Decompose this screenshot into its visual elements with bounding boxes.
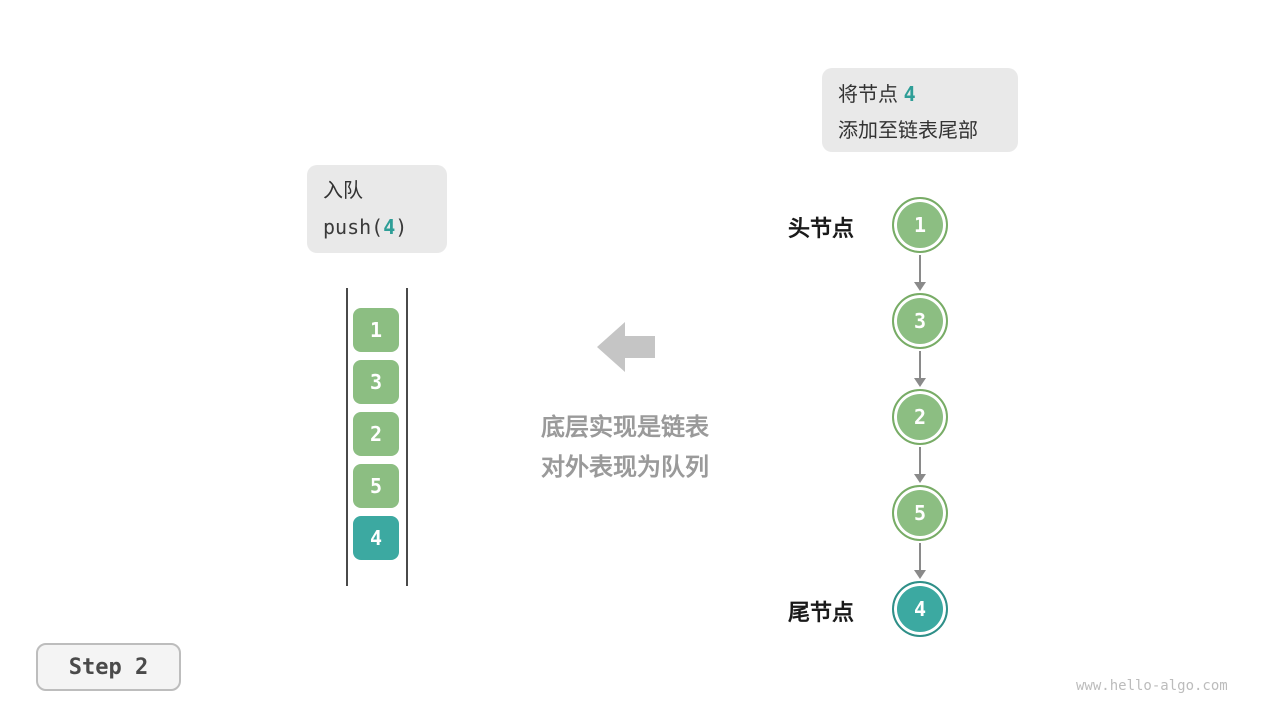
operation-enqueue-box: 入队 push(4)	[307, 165, 447, 253]
list-node: 2	[892, 389, 948, 445]
list-node: 1	[892, 197, 948, 253]
link-arrow-icon	[914, 543, 926, 579]
code-prefix: push(	[323, 215, 384, 239]
watermark: www.hello-algo.com	[1076, 678, 1228, 694]
center-caption-line1: 底层实现是链表	[541, 414, 709, 441]
link-line	[919, 543, 921, 570]
link-line	[919, 351, 921, 378]
queue-stack: 1 3 2 5 4	[353, 308, 399, 568]
arrowhead-down-icon	[914, 474, 926, 483]
link-arrow-icon	[914, 447, 926, 483]
list-node-new: 4	[892, 581, 948, 637]
head-node-label: 头节点	[788, 216, 855, 241]
queue-item: 2	[353, 412, 399, 456]
center-caption: 底层实现是链表 对外表现为队列	[475, 408, 775, 488]
annotation-line1-text: 将节点	[838, 84, 904, 106]
queue-left-rail	[346, 288, 348, 586]
queue-item: 5	[353, 464, 399, 508]
code-suffix: )	[395, 215, 408, 239]
annotation-add-node-box: 将节点 4 添加至链表尾部	[822, 68, 1018, 152]
annotation-line-1: 将节点 4	[838, 76, 1002, 113]
operation-code: push(4)	[323, 209, 431, 246]
center-caption-line2: 对外表现为队列	[541, 454, 709, 481]
annotation-node-value: 4	[903, 82, 916, 106]
annotation-line-2: 添加至链表尾部	[838, 120, 978, 142]
arrowhead-down-icon	[914, 570, 926, 579]
queue-right-rail	[406, 288, 408, 586]
code-value: 4	[383, 215, 396, 239]
link-line	[919, 447, 921, 474]
step-badge: Step 2	[36, 643, 181, 691]
arrowhead-down-icon	[914, 378, 926, 387]
link-arrow-icon	[914, 351, 926, 387]
queue-item-new: 4	[353, 516, 399, 560]
tail-node-label: 尾节点	[788, 600, 855, 625]
operation-label: 入队	[323, 180, 363, 202]
left-block-arrow-icon	[597, 322, 655, 372]
link-line	[919, 255, 921, 282]
list-node: 3	[892, 293, 948, 349]
list-node: 5	[892, 485, 948, 541]
link-arrow-icon	[914, 255, 926, 291]
queue-item: 1	[353, 308, 399, 352]
queue-item: 3	[353, 360, 399, 404]
arrowhead-down-icon	[914, 282, 926, 291]
